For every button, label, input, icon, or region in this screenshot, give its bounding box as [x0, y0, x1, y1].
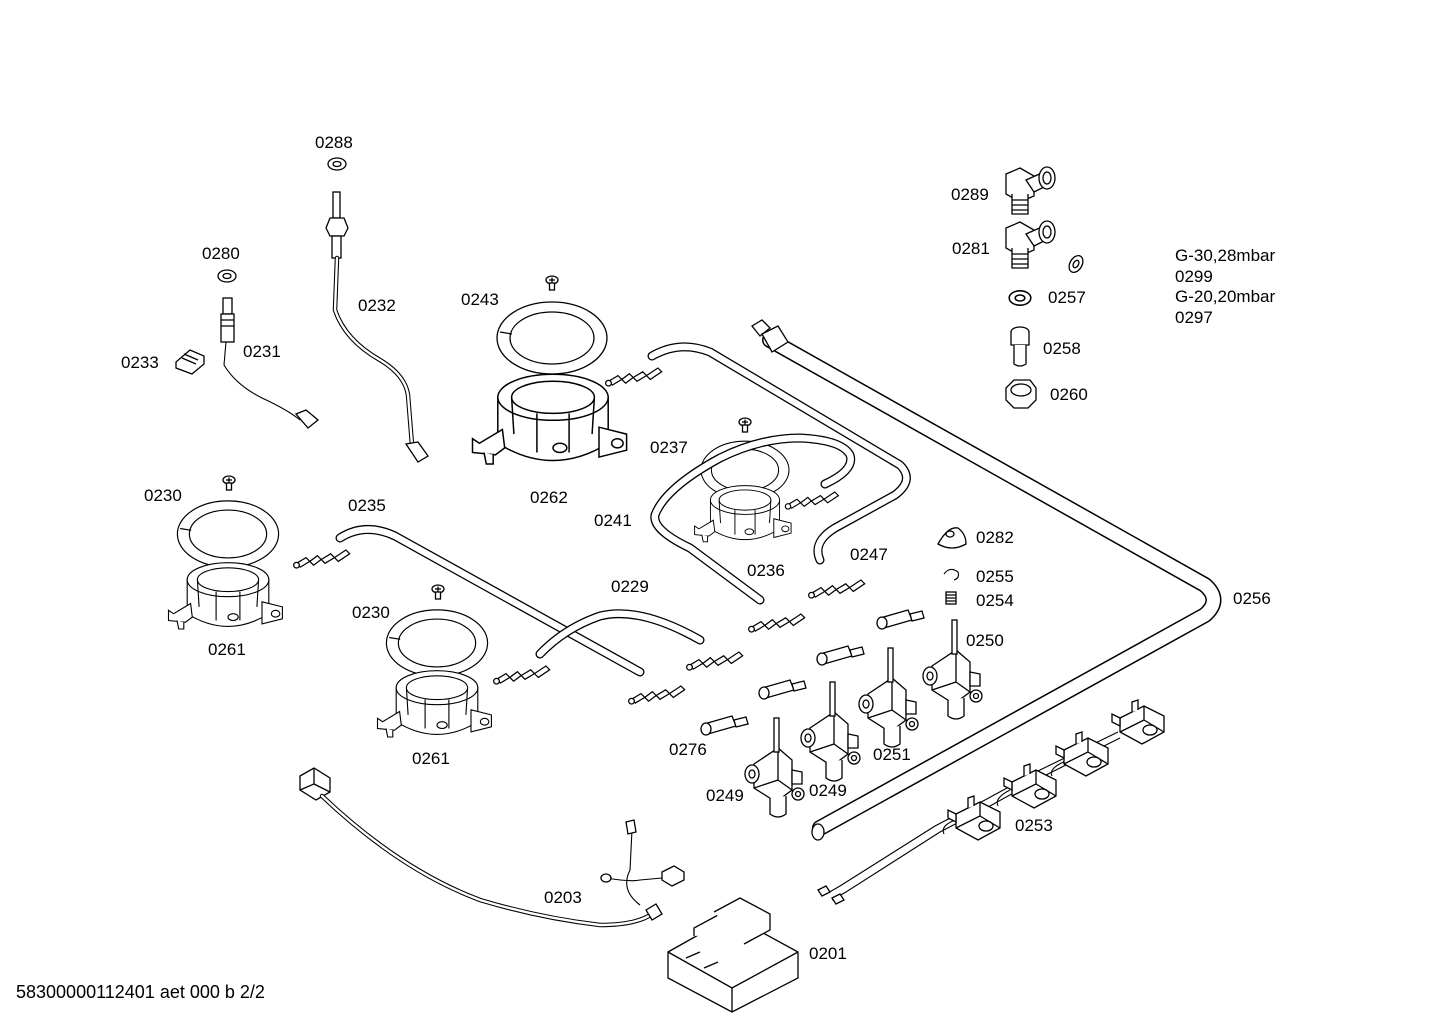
note-g30-part: 0299 [1175, 267, 1213, 286]
label-0243: 0243 [461, 290, 499, 309]
label-0236: 0236 [747, 561, 785, 580]
label-0250: 0250 [966, 631, 1004, 650]
label-0237: 0237 [650, 438, 688, 457]
gas-tubes [293, 342, 911, 705]
label-0282: 0282 [976, 528, 1014, 547]
label-0254: 0254 [976, 591, 1014, 610]
label-0233: 0233 [121, 353, 159, 372]
inlet-fittings [1005, 166, 1087, 409]
note-g30: G-30,28mbar [1175, 246, 1276, 265]
label-0280: 0280 [202, 244, 240, 263]
burner-0261-left [167, 475, 283, 630]
label-0230-left: 0230 [144, 486, 182, 505]
label-0261-center: 0261 [412, 749, 450, 768]
ignition-module-0201 [667, 897, 799, 1013]
main-gas-pipe-0256 [751, 319, 1222, 841]
fitting-0258 [1010, 326, 1030, 367]
label-0203: 0203 [544, 888, 582, 907]
label-0257: 0257 [1048, 288, 1086, 307]
label-0247: 0247 [850, 545, 888, 564]
clip-0233 [175, 349, 205, 375]
label-0251: 0251 [873, 745, 911, 764]
label-0235: 0235 [348, 496, 386, 515]
label-0231: 0231 [243, 342, 281, 361]
label-0258: 0258 [1043, 339, 1081, 358]
label-0249-right: 0249 [809, 781, 847, 800]
label-0288: 0288 [315, 133, 353, 152]
label-0261-left: 0261 [208, 640, 246, 659]
note-g20-part: 0297 [1175, 308, 1213, 327]
burner-0261-center [376, 584, 492, 738]
label-0232: 0232 [358, 296, 396, 315]
label-0201: 0201 [809, 944, 847, 963]
label-0281: 0281 [952, 239, 990, 258]
knob-parts [937, 527, 967, 605]
label-0260: 0260 [1050, 385, 1088, 404]
label-0255: 0255 [976, 567, 1014, 586]
label-0253: 0253 [1015, 816, 1053, 835]
label-0230-center: 0230 [352, 603, 390, 622]
label-0289: 0289 [951, 185, 989, 204]
label-0249-left: 0249 [706, 786, 744, 805]
electrode-0231 [217, 269, 320, 429]
label-0241: 0241 [594, 511, 632, 530]
gas-valves [744, 619, 983, 818]
nut-0260 [1005, 379, 1037, 409]
label-0229: 0229 [611, 577, 649, 596]
document-reference: 58300000112401 aet 000 b 2/2 [16, 982, 265, 1002]
wiring-harness-0203 [299, 767, 685, 928]
note-g20: G-20,20mbar [1175, 287, 1276, 306]
thermocouple-0232 [325, 157, 429, 463]
label-0262: 0262 [530, 488, 568, 507]
label-0276: 0276 [669, 740, 707, 759]
ignition-switches-0253 [817, 699, 1165, 905]
label-0256: 0256 [1233, 589, 1271, 608]
